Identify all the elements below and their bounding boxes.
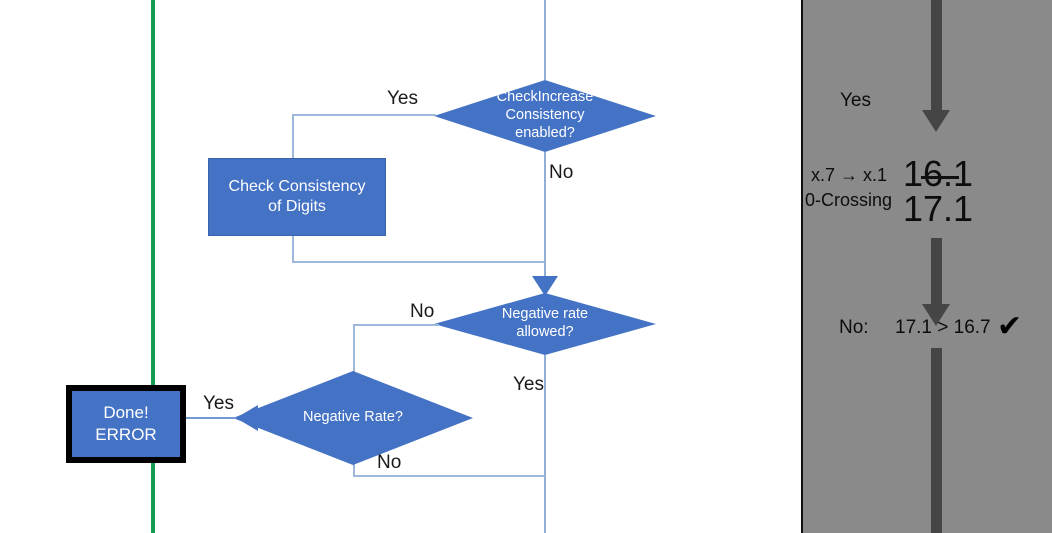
decision-negative-rate-allowed[interactable]: Negative rate allowed? [434, 293, 656, 355]
spine-segment-lower [544, 355, 546, 477]
edge-label-negallowed-no: No [410, 301, 435, 322]
edge-label-checkincrease-no: No [549, 162, 574, 183]
edge-checkincrease-yes-horizontal [292, 114, 436, 116]
process-line-2: of Digits [268, 198, 326, 215]
decision-line-2: Consistency [505, 107, 585, 124]
decision-negative-rate[interactable]: Negative Rate? [233, 371, 473, 465]
edge-label-checkincrease-yes: Yes [387, 88, 418, 109]
flowchart-region: CheckIncrease Consistency enabled? Yes N… [66, 0, 656, 533]
edge-consistency-return-horizontal [292, 261, 545, 263]
edge-error-yes-horizontal [174, 417, 236, 419]
decision-line-3: enabled? [515, 124, 575, 141]
spine-segment-mid [544, 152, 546, 264]
process-line-1: Check Consistency [228, 178, 366, 195]
arrowhead-into-negative-rate [236, 405, 258, 431]
terminal-line-done: Done! [103, 402, 149, 422]
panel-value-current: 17.1 [903, 188, 974, 229]
decision-checkincrease-label: CheckIncrease Consistency enabled? [467, 89, 624, 142]
process-label: Check Consistency of Digits [229, 177, 366, 217]
green-divider-line [151, 0, 155, 533]
spine-segment-bottom [544, 475, 546, 533]
decision-negrate-allowed-label: Negative rate allowed? [474, 306, 616, 341]
edge-label-negrate-yes: Yes [203, 393, 234, 414]
edge-label-negrate-no: No [377, 452, 402, 473]
panel-label-no: No: [839, 317, 869, 338]
checkmark-icon: ✔ [997, 309, 1023, 344]
panel-comparison-expression: 17.1 > 16.7 [895, 317, 991, 338]
edge-negrate-no-horizontal [353, 475, 545, 477]
edge-label-negallowed-yes: Yes [513, 374, 544, 395]
process-check-consistency-of-digits[interactable]: Check Consistency of Digits [208, 158, 386, 236]
panel-arrow-shaft-top [931, 0, 942, 110]
panel-label-zero-crossing: 0-Crossing [805, 190, 893, 210]
panel-arrow-shaft-bottom [931, 348, 942, 533]
spine-segment-top [544, 0, 546, 80]
panel-label-rounding: x.7 → x.1 [811, 165, 888, 185]
decision2-line-1: Negative rate [501, 306, 589, 323]
arrowhead-into-negative-rate-allowed [532, 276, 558, 296]
panel-arrow-shaft-middle [931, 238, 942, 304]
terminal-done-error[interactable]: Done! ERROR [66, 385, 186, 463]
panel-value-struck: 16.1 [903, 153, 974, 194]
edge-negallowed-no-horizontal [353, 324, 439, 326]
terminal-line-error: ERROR [95, 425, 157, 444]
decision-checkincrease-consistency[interactable]: CheckIncrease Consistency enabled? [434, 80, 656, 152]
annotation-panel: Yes x.7 → x.1 0-Crossing 16.1 17.1 No: 1… [801, 0, 1052, 533]
panel-label-yes: Yes [840, 90, 871, 111]
panel-arrowhead-top [922, 110, 950, 132]
decision-line-1: CheckIncrease [496, 89, 594, 106]
panel-arrowhead-middle [922, 304, 950, 326]
decision2-line-2: allowed? [516, 324, 574, 340]
strikethrough-line [921, 176, 959, 179]
decision-negrate-label: Negative Rate? [303, 409, 403, 426]
